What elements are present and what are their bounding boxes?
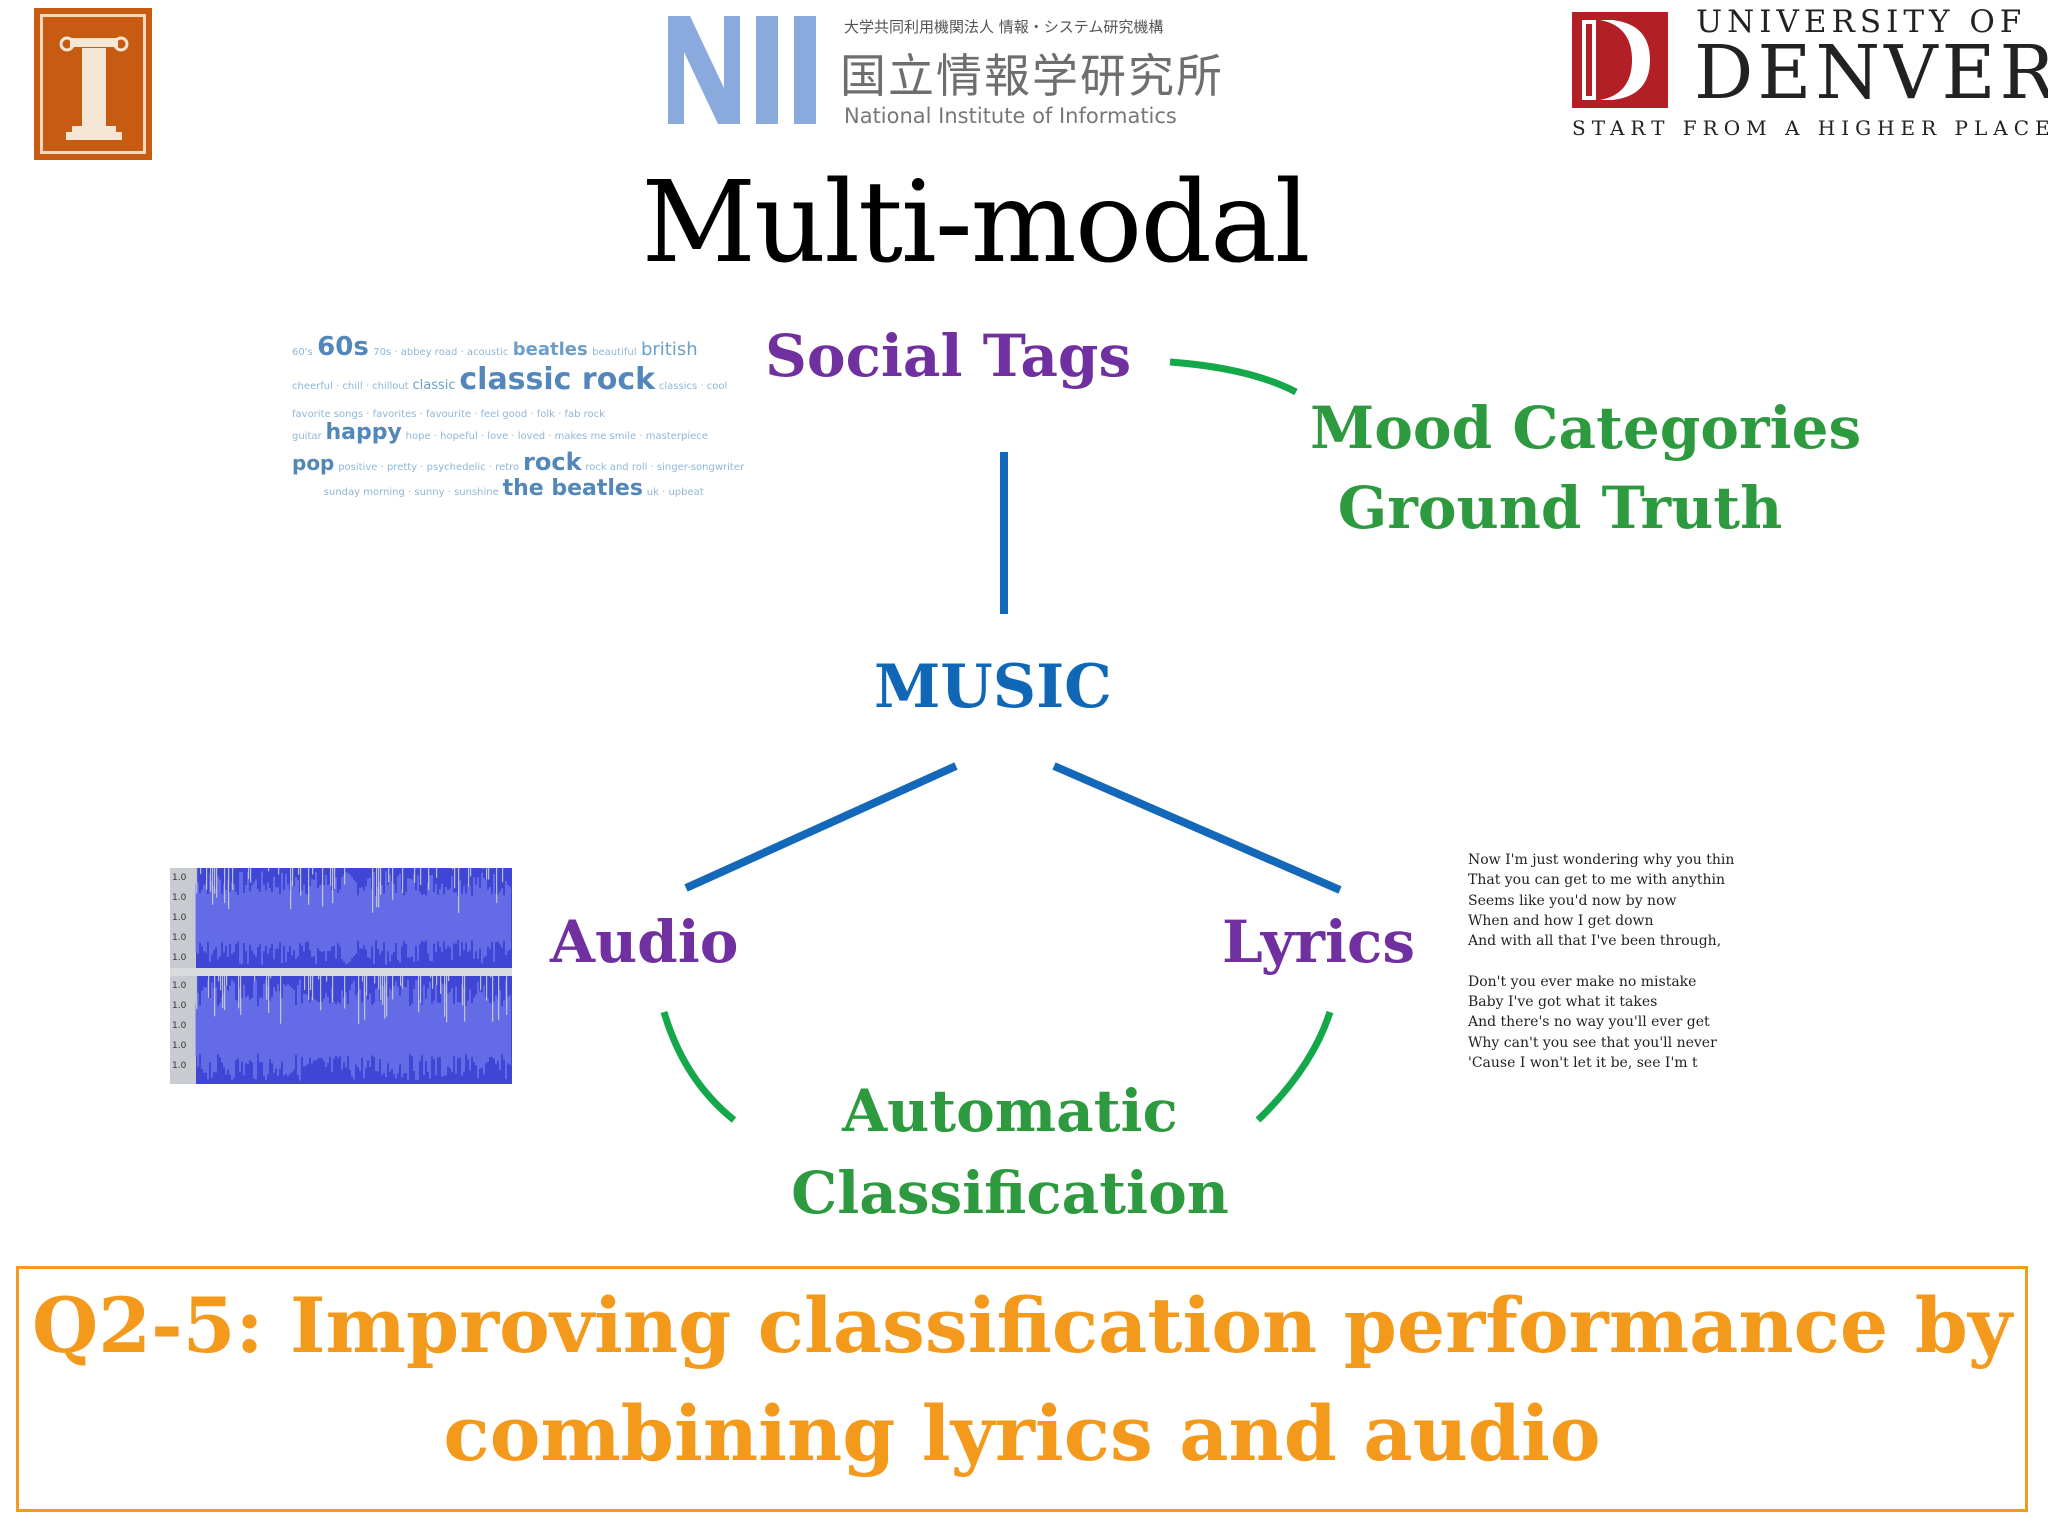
connector-music-lyrics xyxy=(1052,762,1342,894)
tag-classic: classic xyxy=(412,378,456,393)
tag-british: british xyxy=(640,339,698,360)
mood-line-2: Ground Truth xyxy=(1337,474,1783,542)
question-box: Q2-5: Improving classification performan… xyxy=(16,1266,2028,1512)
nii-org-line: 大学共同利用機関法人 情報・システム研究機構 xyxy=(844,18,1164,36)
question-line-2: combining lyrics and audio xyxy=(443,1389,1601,1478)
node-automatic-classification: Automatic Classification xyxy=(760,1070,1260,1234)
svg-text:1.0: 1.0 xyxy=(172,893,187,903)
audio-waveform-image: 1.0 1.0 1.0 1.0 1.0 1.0 1.0 1.0 1.0 1.0 xyxy=(170,868,512,1084)
svg-text:1.0: 1.0 xyxy=(172,1001,187,1011)
denver-tagline: START FROM A HIGHER PLACE xyxy=(1572,116,2048,140)
denver-logo: UNIVERSITY OF DENVER START FROM A HIGHER… xyxy=(1572,4,2048,144)
tag-the-beatles: the beatles xyxy=(502,476,643,501)
lyrics-line: Seems like you'd now by now xyxy=(1468,892,1677,909)
svg-text:1.0: 1.0 xyxy=(172,1041,187,1051)
svg-text:1.0: 1.0 xyxy=(172,1061,187,1071)
node-mood-categories: Mood Categories Ground Truth xyxy=(1310,388,1862,548)
node-music: MUSIC xyxy=(874,652,1112,722)
lyrics-line xyxy=(1468,951,1798,971)
connector-audio-classification xyxy=(660,1011,737,1123)
svg-text:1.0: 1.0 xyxy=(172,913,187,923)
connector-social-mood xyxy=(1169,358,1298,396)
node-audio: Audio xyxy=(550,908,739,976)
svg-text:1.0: 1.0 xyxy=(172,1021,187,1031)
tag-classic-rock: classic rock xyxy=(459,362,656,397)
tag-rock: rock xyxy=(523,448,582,476)
svg-text:1.0: 1.0 xyxy=(172,953,187,963)
tag-pop: pop xyxy=(292,451,335,475)
lyrics-line: And with all that I've been through, xyxy=(1468,933,1722,950)
svg-text:1.0: 1.0 xyxy=(172,981,187,991)
svg-text:1.0: 1.0 xyxy=(172,873,187,883)
denver-university-of: UNIVERSITY OF xyxy=(1696,4,2027,40)
lyrics-line: That you can get to me with anythin xyxy=(1468,872,1726,889)
lyrics-line: Why can't you see that you'll never xyxy=(1468,1034,1717,1051)
auto-line-2: Classification xyxy=(791,1159,1229,1227)
nii-name-en: National Institute of Informatics xyxy=(844,104,1177,128)
denver-mark-icon xyxy=(1572,12,1668,108)
lyrics-line: Now I'm just wondering why you thin xyxy=(1468,852,1735,868)
node-social-tags: Social Tags xyxy=(765,322,1132,390)
svg-text:1.0: 1.0 xyxy=(172,933,187,943)
illinois-logo xyxy=(34,8,152,160)
lyrics-line: Don't you ever make no mistake xyxy=(1468,973,1697,990)
tag-cloud-image: 60's 60s 70s · abbey road · acoustic bea… xyxy=(292,332,745,501)
nii-logo: 大学共同利用機関法人 情報・システム研究機構 国立情報学研究所 National… xyxy=(666,10,1226,130)
lyrics-line: When and how I get down xyxy=(1468,912,1654,929)
auto-line-1: Automatic xyxy=(842,1077,1178,1145)
slide-title: Multi-modal xyxy=(641,158,1310,288)
tag-beatles: beatles xyxy=(512,339,588,360)
connector-music-audio xyxy=(684,762,958,892)
tag-happy: happy xyxy=(325,420,402,445)
lyrics-line: Baby I've got what it takes xyxy=(1468,994,1658,1011)
lyrics-line: And there's no way you'll ever get xyxy=(1468,1014,1710,1031)
nii-name-jp: 国立情報学研究所 xyxy=(840,49,1224,103)
nii-mark-icon xyxy=(668,16,816,124)
node-lyrics: Lyrics xyxy=(1222,908,1415,976)
illinois-column-icon xyxy=(59,36,129,140)
question-line-1: Q2-5: Improving classification performan… xyxy=(31,1281,2012,1370)
waveform-icon: 1.0 1.0 1.0 1.0 1.0 1.0 1.0 1.0 1.0 1.0 xyxy=(170,868,512,1084)
mood-line-1: Mood Categories xyxy=(1310,394,1862,462)
denver-name: DENVER xyxy=(1694,30,2048,116)
connector-lyrics-classification xyxy=(1255,1010,1334,1123)
tag-60s: 60s xyxy=(317,332,369,362)
lyrics-line: 'Cause I won't let it be, see I'm t xyxy=(1468,1054,1698,1071)
